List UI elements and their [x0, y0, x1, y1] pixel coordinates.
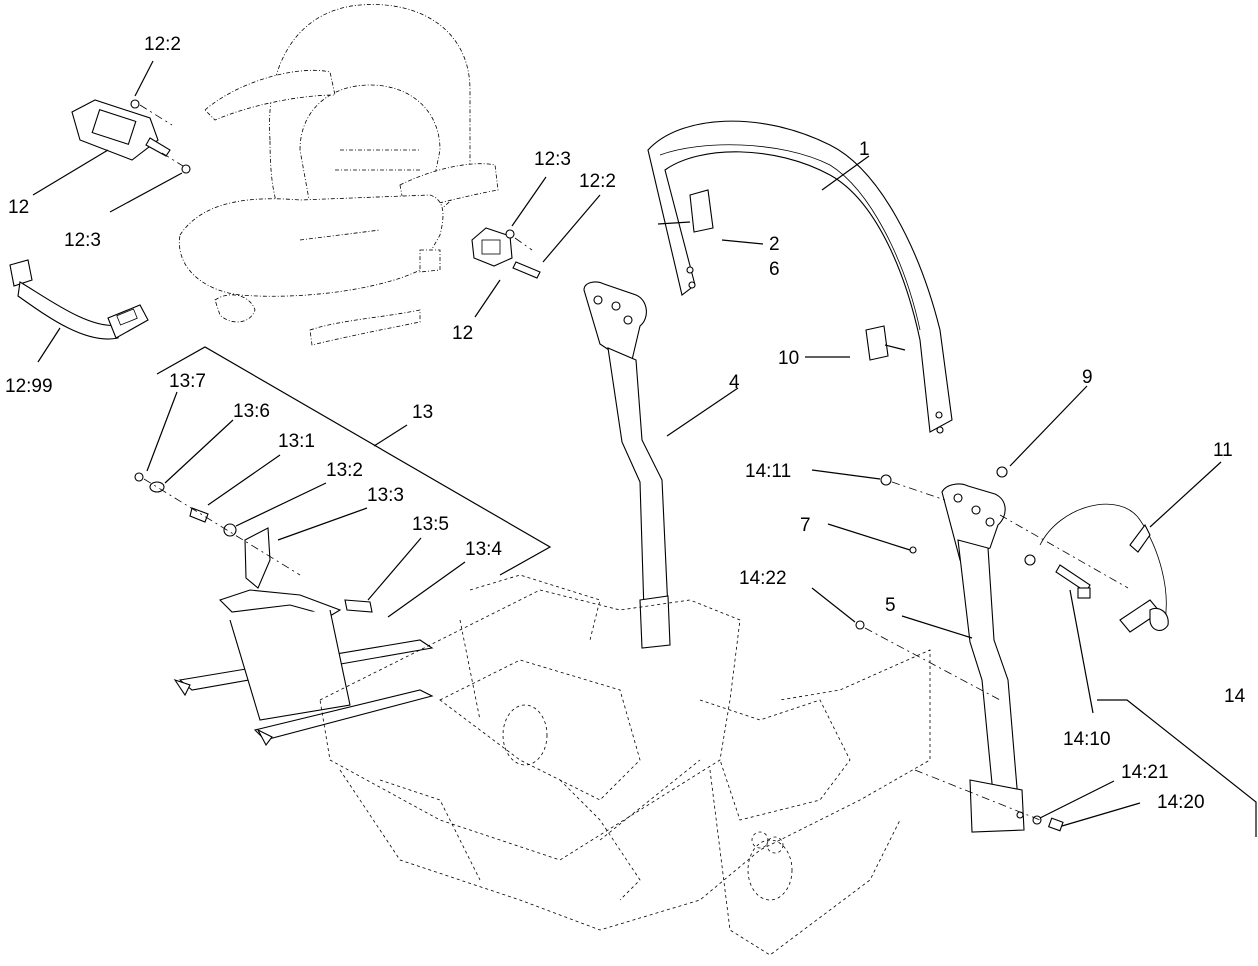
callout-13-1: 13:1: [278, 431, 315, 452]
callout-7: 7: [800, 515, 811, 536]
roll-bar-left-post: [583, 281, 671, 649]
callout-14: 14: [1224, 686, 1246, 707]
callout-12-99: 12:99: [5, 376, 53, 397]
callout-12-middle: 12: [452, 323, 473, 344]
callout-13-5: 13:5: [412, 514, 449, 535]
callout-12-left: 12: [8, 197, 29, 218]
callout-13-2: 13:2: [326, 460, 363, 481]
callout-13-4: 13:4: [465, 539, 502, 560]
roll-bar-right-post: [941, 483, 1025, 833]
callout-14-21: 14:21: [1121, 762, 1169, 783]
callout-labels: 1 2 6 10 4 9 11 14:11 7 14:22 5 14:10 14…: [5, 34, 1246, 813]
callout-14-10: 14:10: [1063, 729, 1111, 750]
callout-9: 9: [1082, 367, 1093, 388]
callout-12-3-middle: 12:3: [534, 149, 571, 170]
callout-12-2-top: 12:2: [144, 34, 181, 55]
callout-1: 1: [859, 139, 870, 160]
callout-14-22: 14:22: [739, 568, 787, 589]
seat-belt-buckle-left: [71, 99, 191, 174]
callout-10: 10: [778, 348, 799, 369]
callout-14-11: 14:11: [745, 461, 791, 482]
callout-14-20: 14:20: [1157, 792, 1205, 813]
callout-5: 5: [885, 595, 896, 616]
seat-belt-buckle-middle: [471, 227, 541, 279]
leader-lines: [32, 60, 1257, 837]
callout-6: 6: [769, 259, 780, 280]
callout-4: 4: [729, 372, 740, 393]
callout-2: 2: [769, 234, 780, 255]
callout-11: 11: [1213, 440, 1233, 461]
roll-bar-upper: [647, 120, 953, 434]
seat-phantom: [178, 4, 499, 346]
callout-13-7: 13:7: [169, 371, 206, 392]
callout-13-3: 13:3: [367, 485, 404, 506]
callout-13-6: 13:6: [233, 401, 270, 422]
callout-13: 13: [412, 402, 433, 423]
seat-belt-strap: [9, 259, 149, 340]
chassis-frame: [319, 574, 931, 956]
pin-and-lanyard: [855, 466, 1169, 832]
callout-12-2-middle: 12:2: [579, 171, 616, 192]
callout-12-3-left: 12:3: [64, 230, 101, 251]
seat-plate-assembly: [134, 472, 434, 747]
